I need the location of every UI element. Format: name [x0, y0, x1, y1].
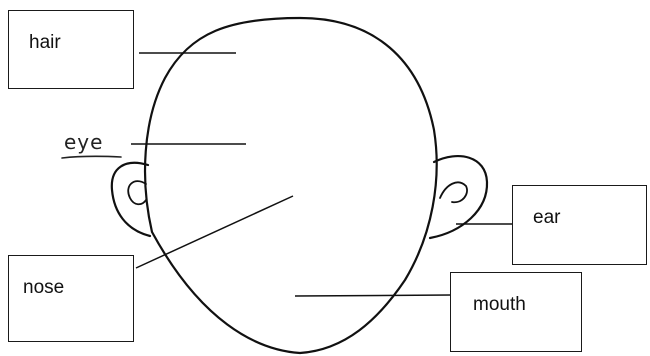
ear-label-box: ear — [512, 185, 647, 265]
mouth-pointer-line — [295, 295, 451, 296]
nose-label-box: nose — [8, 255, 134, 342]
head-outline — [145, 18, 437, 353]
mouth-label: mouth — [473, 295, 526, 314]
mouth-label-box: mouth — [450, 272, 582, 352]
eye-label: eye — [64, 132, 103, 152]
nose-pointer-line — [136, 196, 293, 268]
right-ear-inner — [440, 182, 467, 202]
ear-label: ear — [533, 208, 560, 227]
right-ear — [430, 156, 487, 238]
hair-label: hair — [29, 33, 61, 52]
nose-label: nose — [23, 278, 64, 297]
eye-underline — [62, 156, 121, 158]
hair-label-box: hair — [8, 10, 134, 89]
left-ear-inner — [128, 181, 146, 204]
